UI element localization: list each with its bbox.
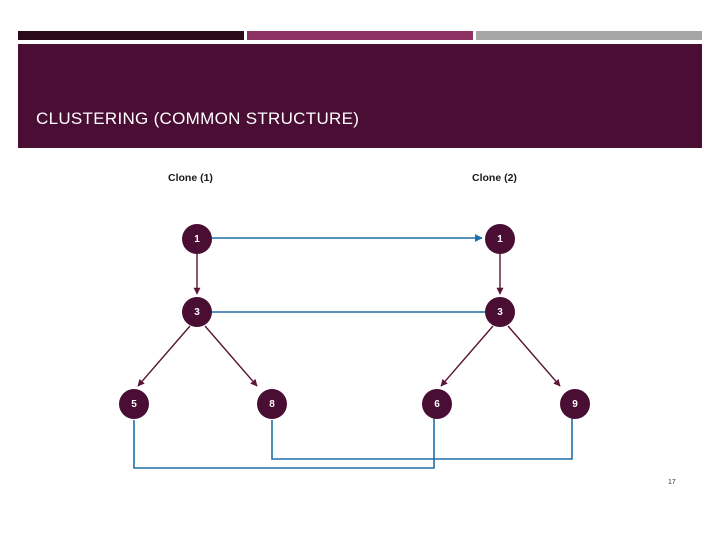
- node-6-clone2[interactable]: 6: [422, 389, 452, 419]
- node-3-clone1[interactable]: 3: [182, 297, 212, 327]
- diagram-edges: [133, 234, 576, 469]
- clone-1-label: Clone (1): [168, 172, 213, 184]
- title-rule-dark: [18, 31, 244, 40]
- node-8-clone1[interactable]: 8: [257, 389, 287, 419]
- title-rule-gray: [476, 31, 702, 40]
- mapping-edges: [133, 234, 576, 469]
- node-1-clone1[interactable]: 1: [182, 224, 212, 254]
- node-3-clone2[interactable]: 3: [485, 297, 515, 327]
- node-1-clone2[interactable]: 1: [485, 224, 515, 254]
- page-number: 17: [668, 479, 676, 486]
- tree-edges-clone-1: [137, 254, 258, 387]
- clone-2-label: Clone (2): [472, 172, 517, 184]
- node-5-clone1[interactable]: 5: [119, 389, 149, 419]
- clone-structure-diagram: Clone (1) Clone (2) 1 3 5 8 1 3 6 9: [0, 148, 720, 540]
- title-rule-magenta: [247, 31, 473, 40]
- tree-edges-clone-2: [440, 254, 561, 387]
- page-title: CLUSTERING (COMMON STRUCTURE): [36, 109, 360, 128]
- slide-header-band: [18, 44, 702, 148]
- node-9-clone2[interactable]: 9: [560, 389, 590, 419]
